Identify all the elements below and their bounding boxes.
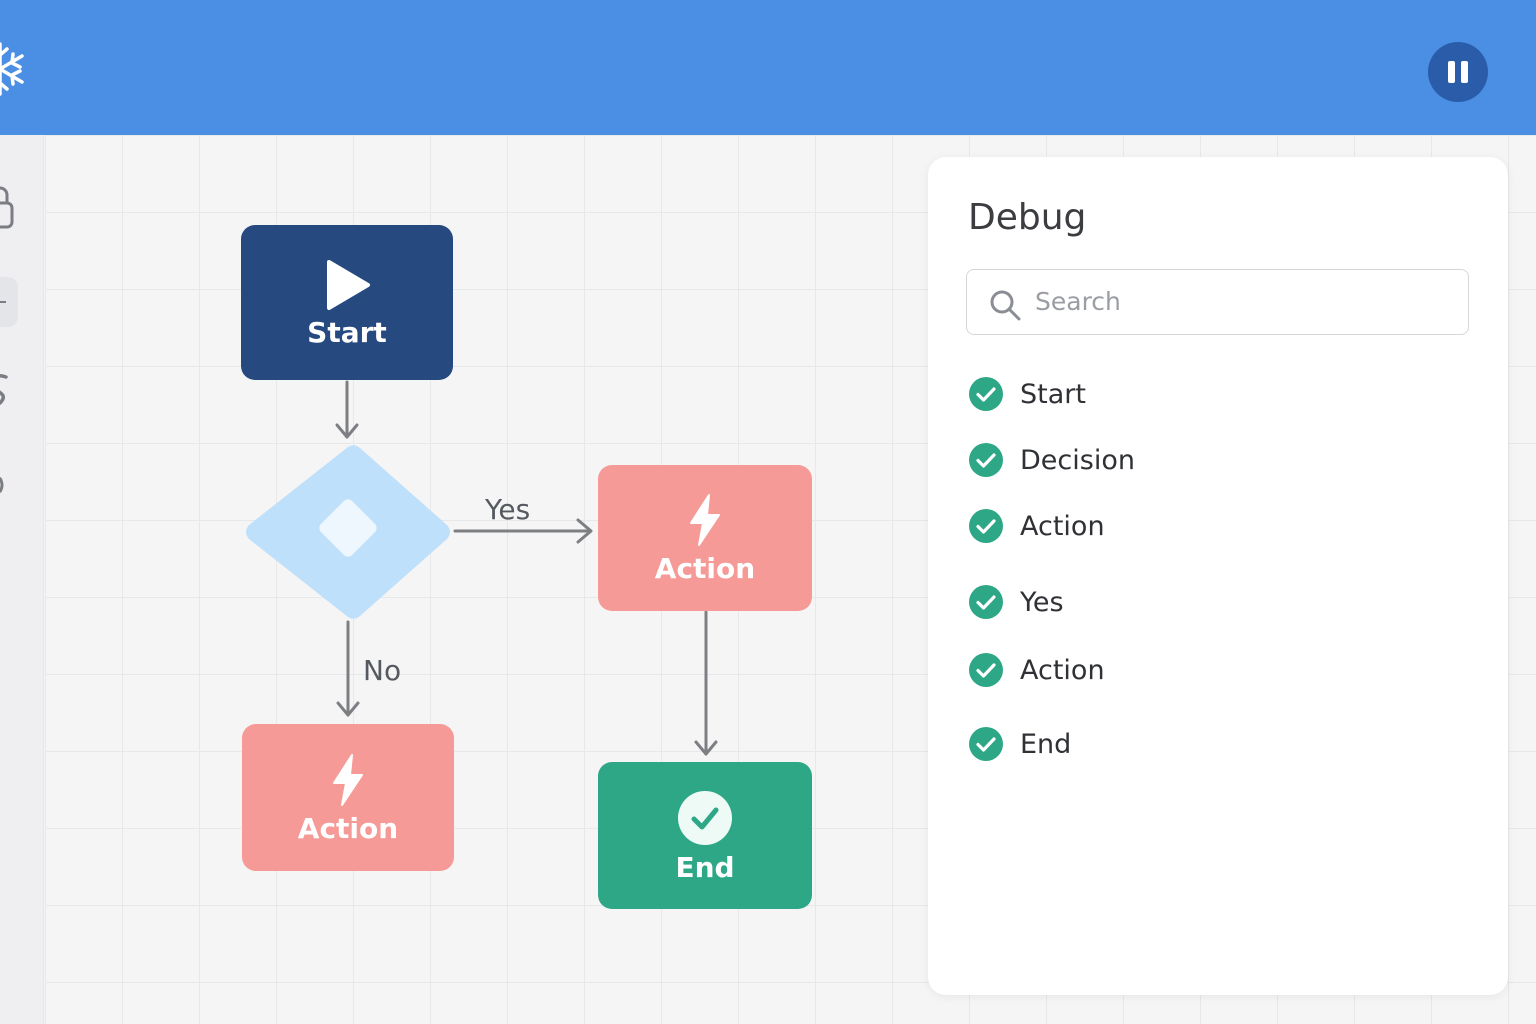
- debug-item[interactable]: Action: [968, 506, 1448, 546]
- debug-item[interactable]: Yes: [968, 582, 1448, 622]
- debug-item-label: Action: [1020, 654, 1105, 686]
- action-node-no[interactable]: Action: [242, 724, 454, 871]
- start-node-label: Start: [307, 315, 387, 349]
- debug-item[interactable]: Action: [968, 650, 1448, 690]
- check-circle-icon: [969, 443, 1003, 477]
- check-circle-icon: [969, 377, 1003, 411]
- search-input[interactable]: [1035, 270, 1455, 333]
- edge-label-yes: Yes: [485, 493, 531, 526]
- debug-item-label: Decision: [1020, 444, 1135, 476]
- diamond-icon: [319, 499, 377, 557]
- check-circle-icon: [969, 509, 1003, 543]
- debug-item-label: End: [1020, 728, 1072, 760]
- action-node-yes-label: Action: [654, 552, 756, 585]
- snowflake-icon: [0, 42, 24, 96]
- debug-item-label: Yes: [1020, 586, 1064, 618]
- plus-icon: [0, 301, 6, 303]
- lightning-icon: [333, 753, 363, 806]
- lightning-icon: [690, 494, 720, 546]
- sidebar-item-active[interactable]: [0, 277, 18, 327]
- end-node[interactable]: End: [598, 762, 812, 909]
- search-box[interactable]: [966, 269, 1469, 335]
- decision-node[interactable]: [243, 443, 453, 621]
- check-circle-icon: [969, 653, 1003, 687]
- debug-item[interactable]: Decision: [968, 440, 1448, 480]
- debug-item[interactable]: Start: [968, 374, 1448, 414]
- action-node-yes[interactable]: Action: [598, 465, 812, 611]
- end-node-label: End: [675, 850, 735, 884]
- check-circle-icon: [969, 585, 1003, 619]
- play-icon: [327, 259, 370, 310]
- dollar-icon[interactable]: [0, 367, 18, 415]
- pause-icon: [1448, 61, 1455, 83]
- debug-item-label: Start: [1020, 378, 1086, 410]
- top-bar: [0, 0, 1536, 135]
- gear-icon[interactable]: [0, 461, 18, 509]
- start-node[interactable]: Start: [241, 225, 453, 380]
- debug-item[interactable]: End: [968, 724, 1448, 764]
- check-circle-icon: [969, 727, 1003, 761]
- search-icon: [990, 290, 1021, 321]
- debug-panel: Debug Start Decision Action Yes: [928, 157, 1508, 995]
- left-sidebar: [0, 135, 44, 1024]
- action-node-no-label: Action: [297, 811, 399, 845]
- lock-icon[interactable]: [0, 183, 18, 231]
- pause-button[interactable]: [1428, 42, 1488, 102]
- debug-title: Debug: [968, 197, 1087, 238]
- debug-item-label: Action: [1020, 510, 1105, 542]
- check-circle-icon: [678, 790, 732, 845]
- edge-label-no: No: [363, 654, 402, 687]
